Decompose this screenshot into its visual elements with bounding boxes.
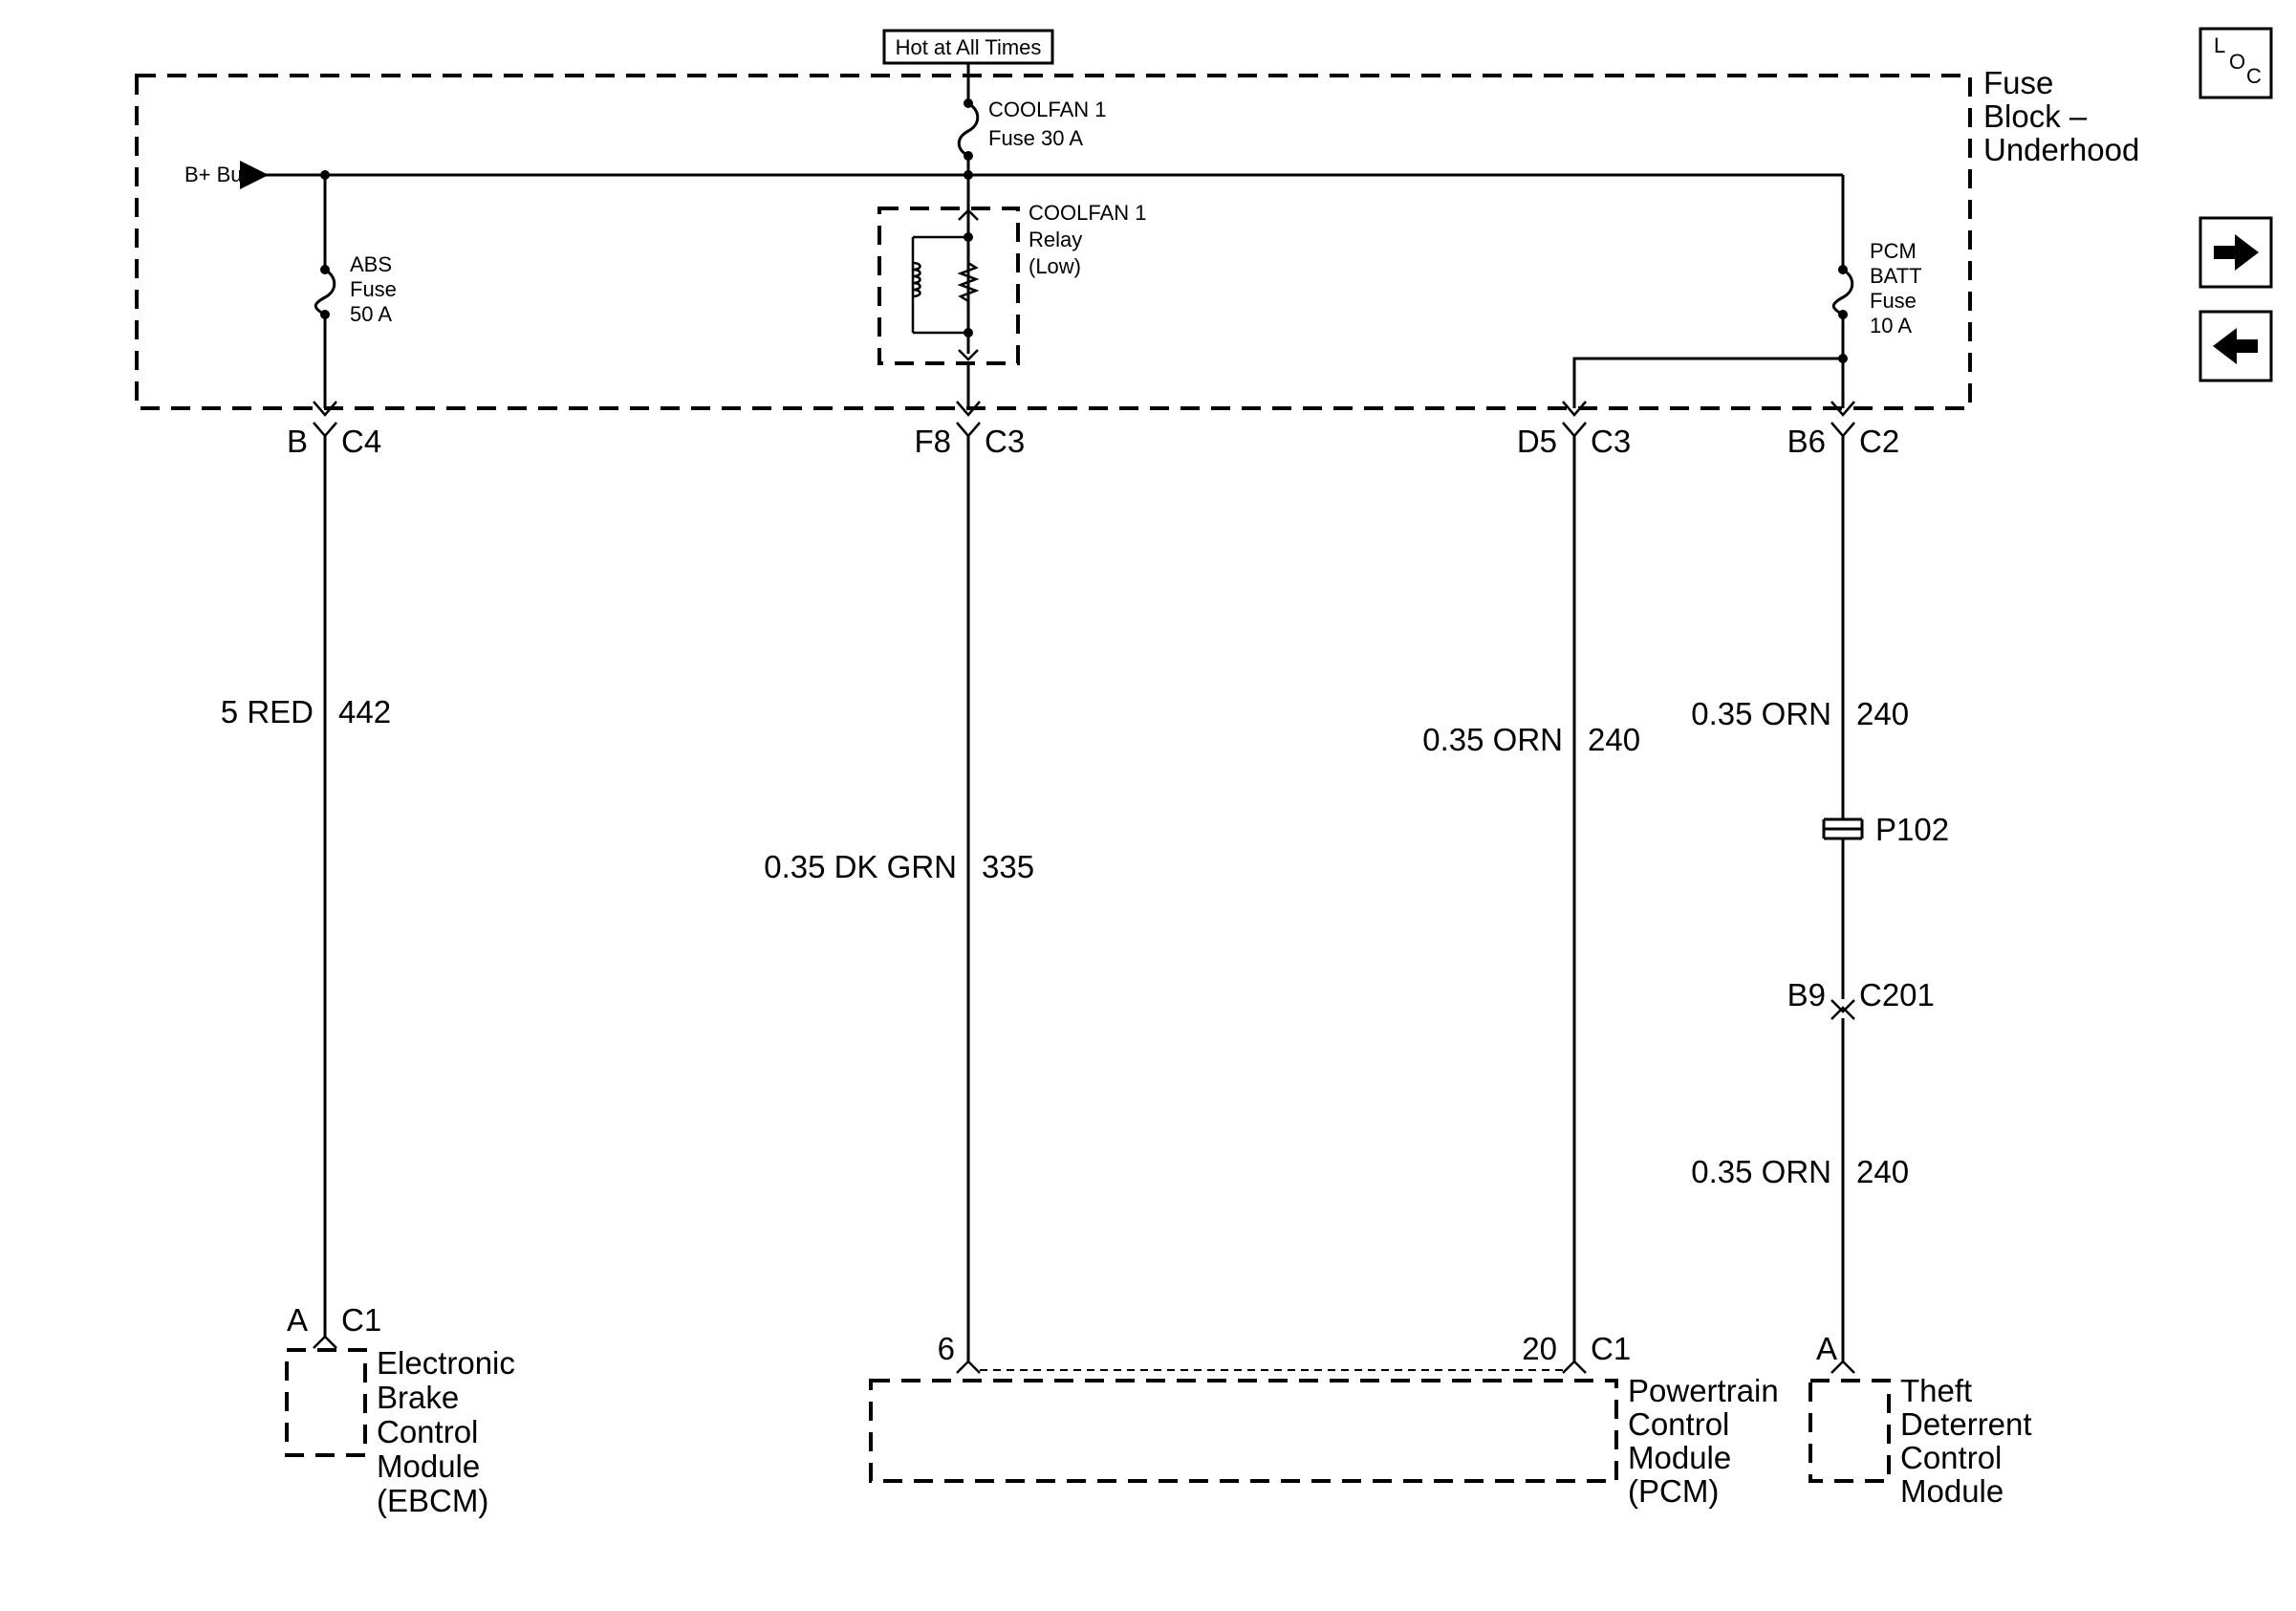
power-source-label: Hot at All Times [896, 35, 1042, 59]
pcm-module-outline [869, 1379, 1618, 1483]
conn-theft-pin: A [1816, 1331, 1837, 1366]
conn-f8-pin: F8 [914, 424, 951, 459]
previous-page-button[interactable] [2199, 310, 2273, 382]
coolfan-fuse-label-1: COOLFAN 1 [988, 98, 1106, 121]
theft-label-2: Deterrent [1900, 1406, 2032, 1442]
conn-b9-c201: C201 [1859, 977, 1935, 1012]
coolfan-relay-label-2: Relay [1029, 228, 1082, 251]
conn-d5-pin: D5 [1517, 424, 1557, 459]
loc-letter-c: C [2246, 64, 2262, 88]
conn-b6-pin: B6 [1787, 424, 1826, 459]
coolfan-relay-label-1: COOLFAN 1 [1029, 201, 1146, 225]
coolfan-relay-label-3: (Low) [1029, 254, 1081, 278]
pcm-batt-fuse-label-1: PCM [1870, 239, 1917, 263]
conn-d5-c3: C3 [1591, 424, 1631, 459]
relay-coil-symbol [912, 261, 921, 298]
power-source-box: Hot at All Times [882, 29, 1054, 65]
pcm-batt-fuse-symbol [1831, 268, 1854, 316]
conn-ebcm-pin: A [287, 1302, 308, 1338]
coolfan-relay-outline [877, 207, 1020, 365]
pcm-batt-fuse-label-3: Fuse [1870, 289, 1917, 313]
conn-ebcm-c1: C1 [341, 1302, 381, 1338]
location-button[interactable]: L O C [2199, 27, 2273, 99]
b-plus-bus-label: B+ Bus [184, 163, 253, 186]
arrow-left-icon [2213, 328, 2258, 364]
arrow-right-icon [2214, 234, 2259, 271]
conn-b6-c2: C2 [1859, 424, 1899, 459]
splice-p102-label: P102 [1875, 812, 1949, 847]
ebcm-label-2: Brake [377, 1380, 459, 1415]
wire-240-lower-gauge: 0.35 ORN [1691, 1154, 1831, 1189]
conn-pcm-pin6: 6 [938, 1331, 955, 1366]
ebcm-module-outline [285, 1348, 367, 1457]
pcm-label-1: Powertrain [1628, 1373, 1779, 1408]
pcm-label-3: Module [1628, 1440, 1731, 1475]
conn-b9-pin: B9 [1787, 977, 1826, 1012]
conn-b-pin: B [287, 424, 308, 459]
ebcm-label-1: Electronic [377, 1345, 515, 1381]
loc-letter-o: O [2229, 50, 2245, 74]
abs-fuse-label-2: Fuse [350, 277, 397, 301]
coolfan-fuse-symbol [957, 101, 980, 158]
fuse-block-label-3: Underhood [1983, 132, 2139, 167]
ebcm-label-3: Control [377, 1414, 478, 1449]
wire-240-upper-circuit: 240 [1856, 696, 1909, 731]
fuse-block-outline [135, 74, 1972, 410]
wire-240-lower-circuit: 240 [1856, 1154, 1909, 1189]
fuse-block-label-2: Block – [1983, 98, 2088, 134]
conn-pcm-c1: C1 [1591, 1331, 1631, 1366]
abs-fuse-symbol [314, 268, 336, 316]
wire-442-gauge: 5 RED [221, 694, 314, 729]
pcm-label-2: Control [1628, 1406, 1729, 1442]
wire-335-gauge: 0.35 DK GRN [764, 849, 957, 884]
wire-240-pcm-circuit: 240 [1588, 722, 1640, 757]
wire-442-circuit: 442 [338, 694, 391, 729]
wire-240-upper-gauge: 0.35 ORN [1691, 696, 1831, 731]
ebcm-label-5: (EBCM) [377, 1483, 488, 1518]
wire-240-pcm-gauge: 0.35 ORN [1422, 722, 1563, 757]
splice-p102 [1822, 817, 1864, 840]
abs-fuse-label-3: 50 A [350, 302, 392, 326]
pcm-batt-fuse-label-4: 10 A [1870, 314, 1912, 337]
theft-label-4: Module [1900, 1473, 2004, 1509]
abs-fuse-label-1: ABS [350, 252, 392, 276]
theft-module-outline [1809, 1379, 1891, 1483]
fuse-block-label-1: Fuse [1983, 65, 2053, 100]
pcm-label-4: (PCM) [1628, 1473, 1719, 1509]
next-page-button[interactable] [2199, 216, 2273, 289]
conn-f8-c3: C3 [985, 424, 1025, 459]
conn-pcm-pin20: 20 [1522, 1331, 1557, 1366]
wire-335-circuit: 335 [982, 849, 1034, 884]
theft-label-1: Theft [1900, 1373, 1972, 1408]
loc-letter-l: L [2214, 33, 2225, 57]
ebcm-label-4: Module [377, 1448, 480, 1484]
relay-resistor-symbol [957, 261, 980, 303]
coolfan-fuse-label-2: Fuse 30 A [988, 126, 1083, 150]
conn-b-c4: C4 [341, 424, 381, 459]
theft-label-3: Control [1900, 1440, 2002, 1475]
pcm-batt-fuse-label-2: BATT [1870, 264, 1922, 288]
